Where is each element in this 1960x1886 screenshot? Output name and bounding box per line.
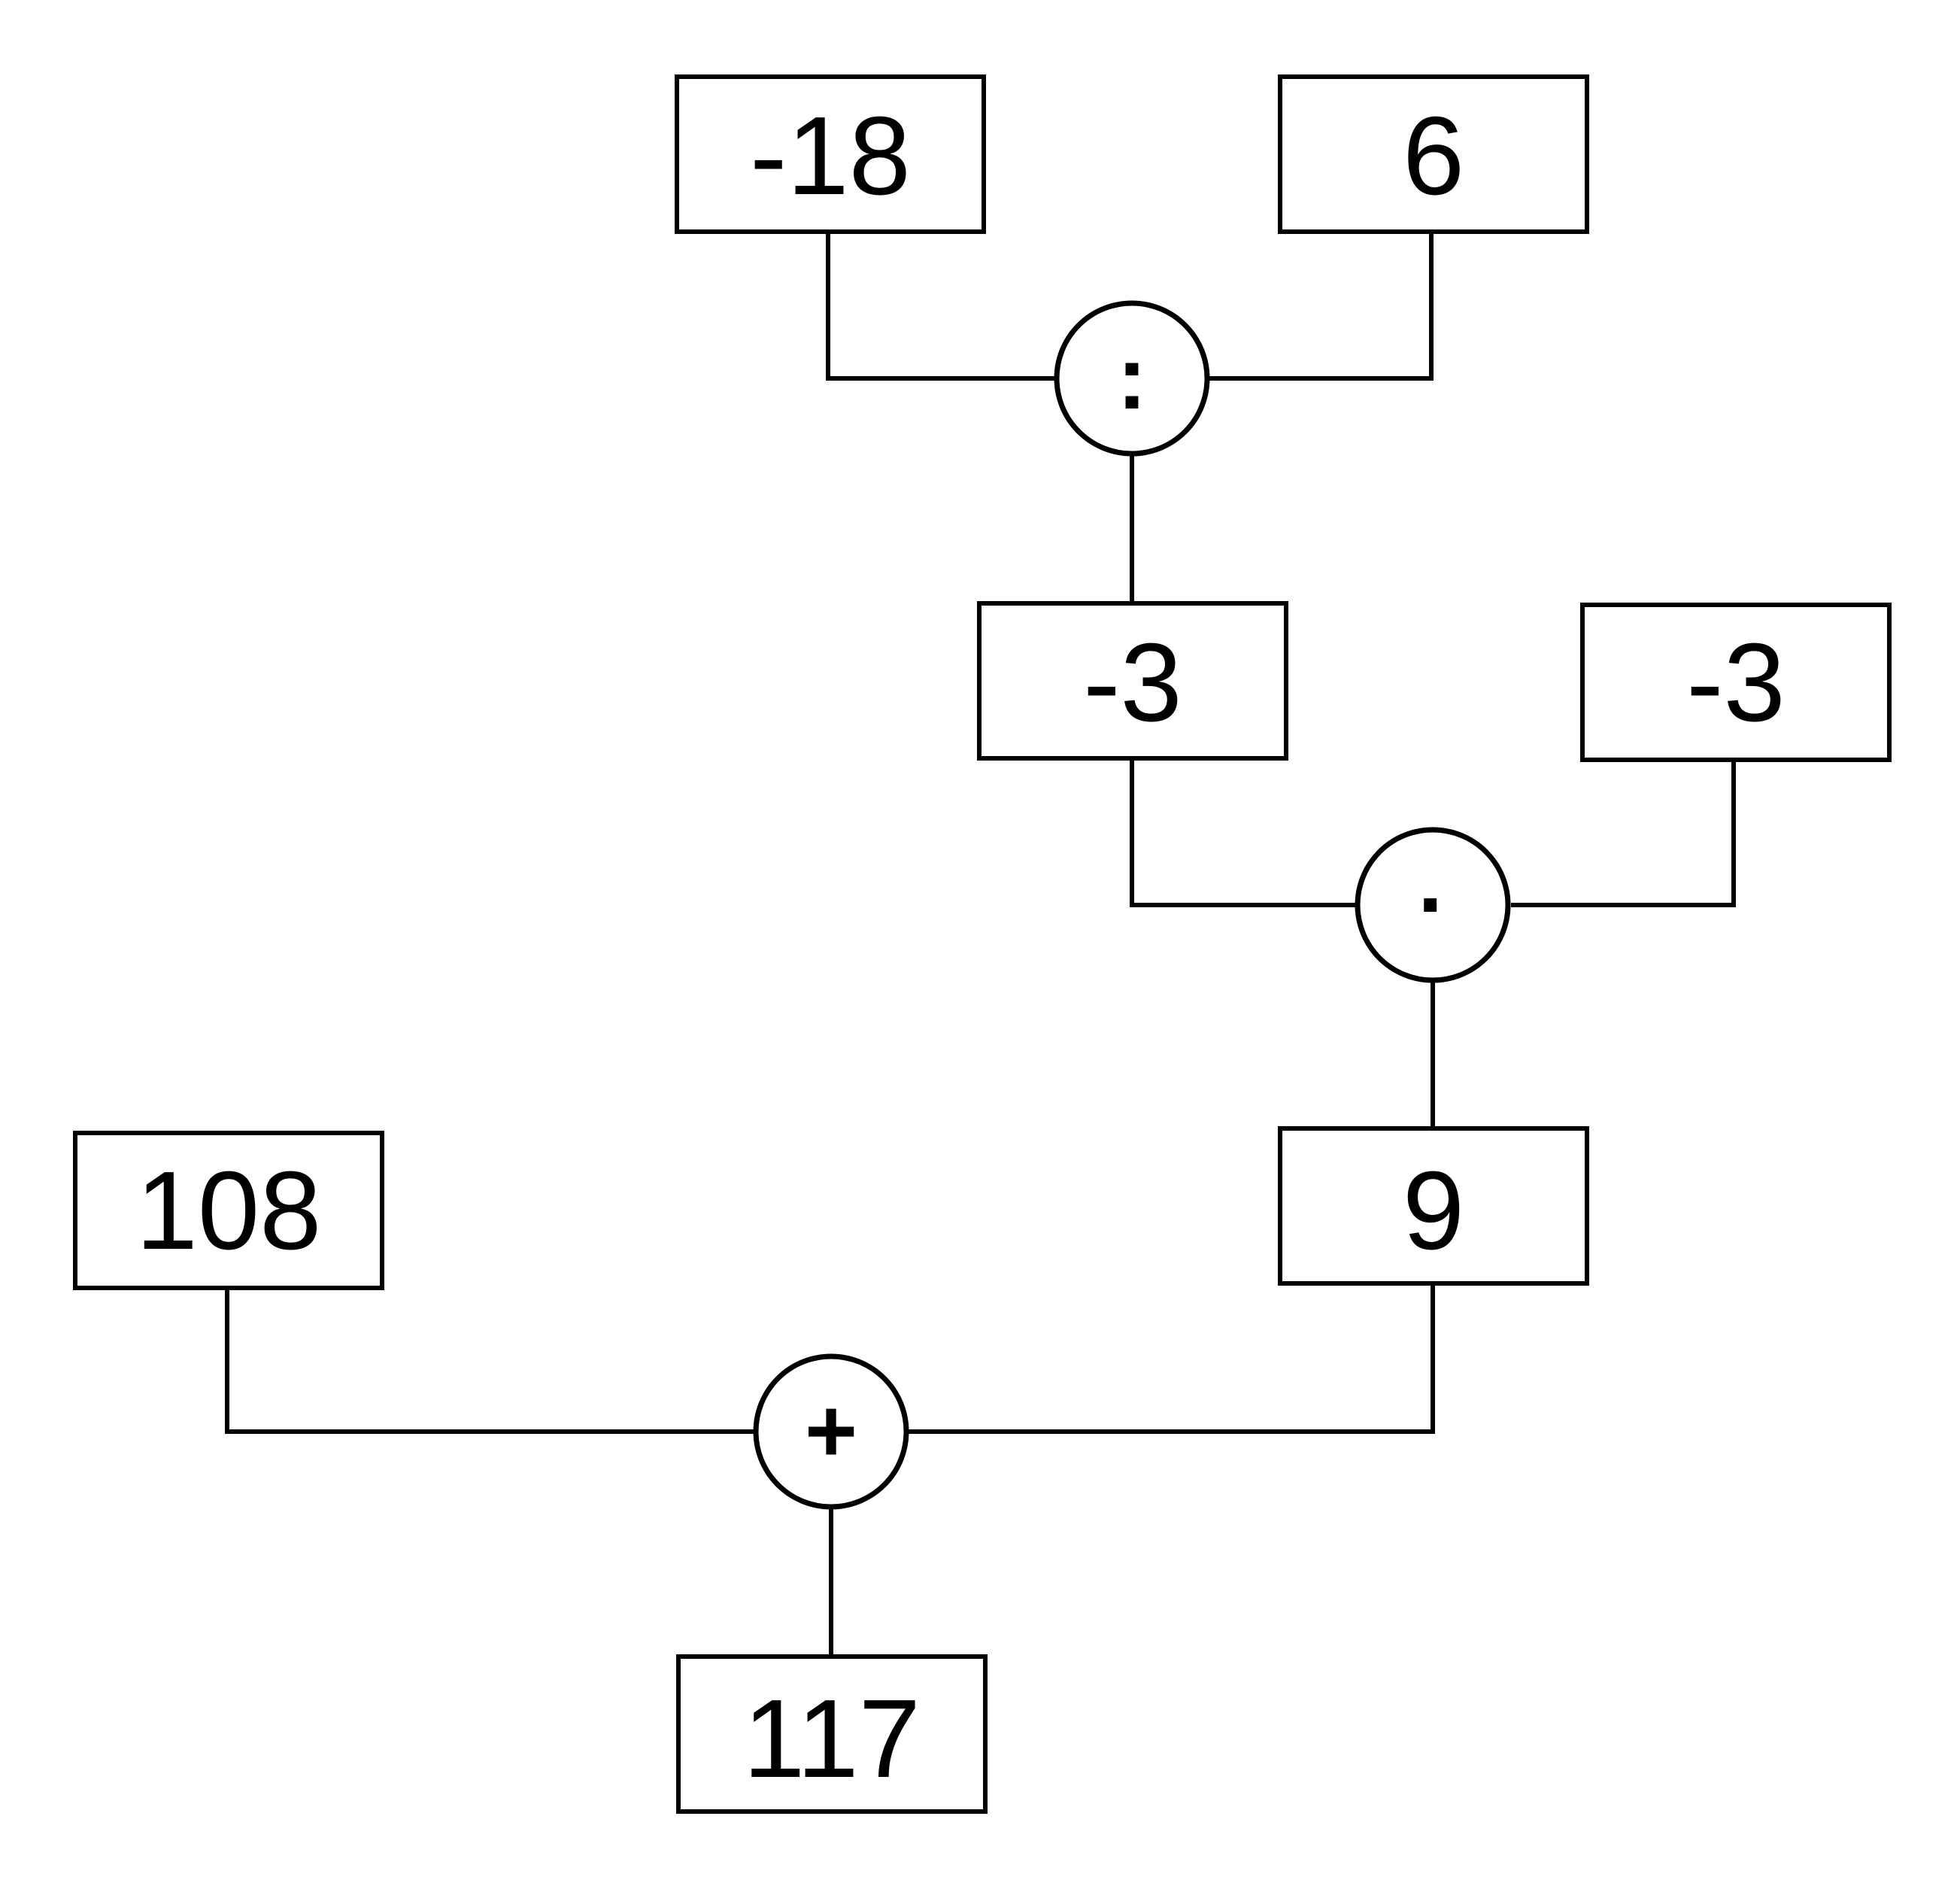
operator-divide-symbol: :: [1117, 327, 1147, 428]
box-lower-right: 9: [1278, 1126, 1589, 1286]
value-top-right: 6: [1403, 94, 1464, 218]
wire-lower-right-to-add: [908, 1280, 1435, 1434]
operator-divide: :: [1054, 300, 1210, 457]
wire-lower-left-to-add: [225, 1280, 754, 1434]
wire-middle-left-to-multiply: [1130, 757, 1358, 907]
connectors: [225, 227, 1736, 1655]
operator-multiply: ·: [1355, 827, 1511, 983]
value-middle-right: -3: [1686, 621, 1786, 745]
box-middle-left: -3: [977, 601, 1288, 761]
value-lower-right: 9: [1403, 1149, 1464, 1273]
box-bottom: 117: [676, 1654, 988, 1814]
box-lower-left: 108: [73, 1131, 384, 1290]
box-top-left: -18: [675, 74, 986, 234]
box-middle-right: -3: [1580, 603, 1892, 762]
box-top-right: 6: [1278, 74, 1589, 234]
operator-add-symbol: +: [805, 1380, 857, 1481]
wire-middle-right-to-multiply: [1511, 757, 1736, 907]
value-top-left: -18: [750, 94, 911, 218]
operator-multiply-symbol: ·: [1418, 854, 1448, 955]
operator-add: +: [753, 1353, 909, 1510]
value-lower-left: 108: [136, 1149, 322, 1273]
value-middle-left: -3: [1083, 621, 1182, 745]
wire-top-left-to-divide: [826, 227, 1055, 381]
wire-top-right-to-divide: [1209, 227, 1434, 381]
value-bottom: 117: [743, 1677, 921, 1801]
